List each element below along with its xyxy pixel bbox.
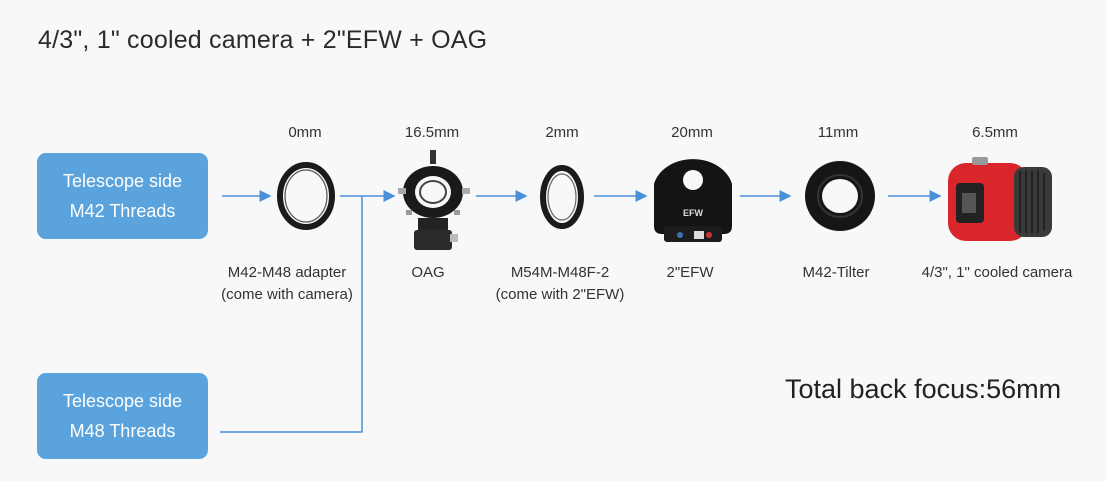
label-adapter: M42-M48 adapter (come with camera) bbox=[192, 262, 382, 306]
distance-camera: 6.5mm bbox=[972, 124, 1018, 141]
label-ring: M54M-M48F-2 (come with 2"EFW) bbox=[465, 262, 655, 306]
line-m48-to-oag bbox=[220, 196, 363, 433]
camera-icon bbox=[948, 157, 1052, 241]
ring-icon bbox=[540, 165, 584, 229]
label-camera-line1: 4/3", 1" cooled camera bbox=[921, 264, 1073, 281]
distance-tilter: 11mm bbox=[817, 124, 859, 141]
source-m42-line2: M42 Threads bbox=[69, 201, 176, 221]
source-m42-line1: Telescope side bbox=[62, 171, 183, 191]
distance-oag: 16.5mm bbox=[404, 124, 460, 141]
label-ring-line1: M54M-M48F-2 bbox=[510, 264, 610, 281]
ring-icon bbox=[277, 162, 335, 230]
efw-mark: EFW bbox=[683, 208, 704, 218]
source-m48-line2: M48 Threads bbox=[69, 421, 176, 441]
label-tilter-line1: M42-Tilter bbox=[802, 264, 870, 281]
label-adapter-line1: M42-M48 adapter bbox=[227, 264, 347, 281]
source-box-m42: Telescope side M42 Threads bbox=[37, 153, 208, 239]
source-m48-line1: Telescope side bbox=[62, 391, 183, 411]
total-back-focus: Total back focus:56mm bbox=[785, 374, 1062, 404]
distance-efw: 20mm bbox=[671, 124, 713, 141]
distance-adapter: 0mm bbox=[288, 124, 322, 141]
label-oag-line1: OAG bbox=[411, 264, 445, 281]
label-oag: OAG bbox=[333, 262, 523, 284]
label-efw: 2"EFW bbox=[595, 262, 785, 284]
tilter-icon bbox=[805, 161, 875, 231]
label-tilter: M42-Tilter bbox=[741, 262, 931, 284]
filter-wheel-icon: EFW bbox=[654, 159, 732, 242]
distance-ring: 2mm bbox=[545, 124, 579, 141]
oag-icon bbox=[398, 150, 470, 250]
page-title: 4/3", 1" cooled camera + 2"EFW + OAG bbox=[38, 26, 488, 54]
label-camera: 4/3", 1" cooled camera bbox=[902, 262, 1092, 284]
label-efw-line1: 2"EFW bbox=[666, 264, 714, 281]
source-box-m48: Telescope side M48 Threads bbox=[37, 373, 208, 459]
label-ring-line2: (come with 2"EFW) bbox=[495, 286, 625, 303]
label-adapter-line2: (come with camera) bbox=[221, 286, 353, 303]
